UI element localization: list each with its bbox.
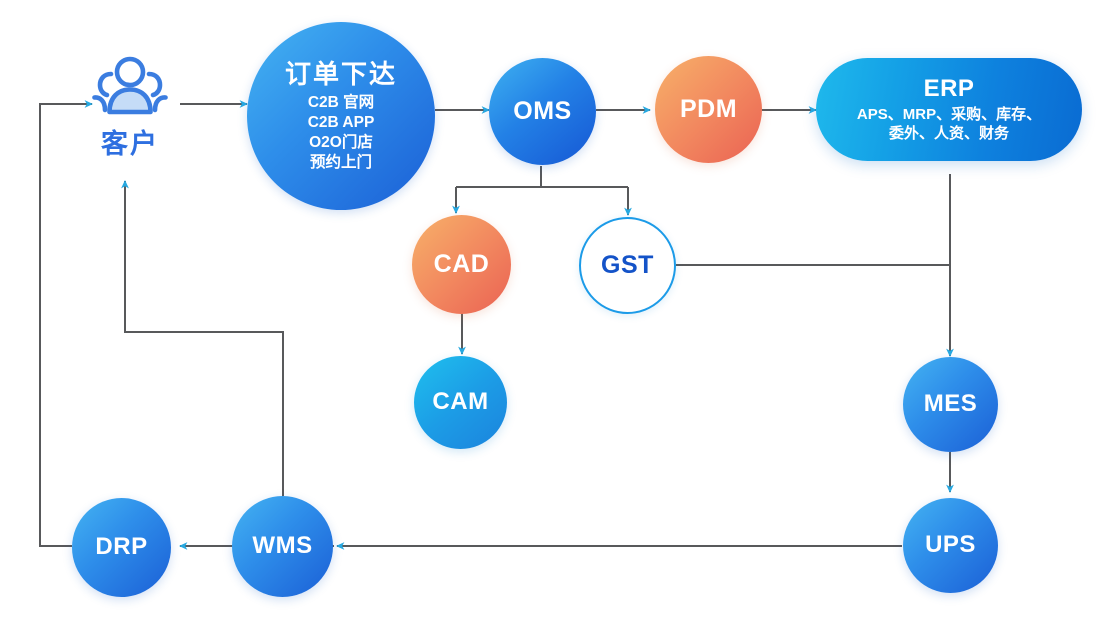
node-erp[interactable]: ERP APS、MRP、采购、库存、 委外、人资、财务 bbox=[816, 58, 1082, 161]
node-drp-label: DRP bbox=[95, 533, 148, 561]
node-wms[interactable]: WMS bbox=[232, 496, 333, 597]
node-pdm[interactable]: PDM bbox=[655, 56, 762, 163]
node-gst-label: GST bbox=[601, 250, 654, 279]
node-erp-sub1: APS、MRP、采购、库存、 bbox=[856, 105, 1042, 123]
node-erp-title: ERP bbox=[923, 75, 975, 103]
node-order-placement[interactable]: 订单下达 C2B 官网 C2B APP O2O门店 预约上门 bbox=[247, 22, 435, 210]
node-customer[interactable]: 客户 bbox=[86, 52, 174, 161]
node-oms[interactable]: OMS bbox=[489, 58, 596, 165]
node-ups[interactable]: UPS bbox=[903, 498, 998, 593]
node-wms-label: WMS bbox=[252, 532, 313, 560]
customer-label: 客户 bbox=[101, 129, 159, 159]
node-mes-label: MES bbox=[923, 390, 978, 418]
customer-group-icon bbox=[92, 56, 168, 115]
node-order-sub3: O2O门店 bbox=[309, 133, 373, 151]
node-pdm-label: PDM bbox=[679, 94, 738, 123]
node-ups-label: UPS bbox=[925, 531, 976, 559]
node-order-sub4: 预约上门 bbox=[309, 153, 372, 171]
edge-drp-to-customer bbox=[39, 100, 93, 547]
node-erp-sub2: 委外、人资、财务 bbox=[888, 124, 1009, 142]
node-order-sub2: C2B APP bbox=[307, 113, 375, 131]
edge-wms-to-customer bbox=[121, 180, 284, 496]
node-order-title: 订单下达 bbox=[284, 58, 397, 89]
node-cam-label: CAM bbox=[432, 388, 489, 416]
node-order-sub1: C2B 官网 bbox=[307, 94, 375, 112]
node-cam[interactable]: CAM bbox=[414, 356, 507, 449]
node-mes[interactable]: MES bbox=[903, 357, 998, 452]
node-drp[interactable]: DRP bbox=[72, 498, 171, 597]
node-cad[interactable]: CAD bbox=[412, 215, 511, 314]
node-gst[interactable]: GST bbox=[579, 217, 676, 314]
node-oms-label: OMS bbox=[513, 96, 572, 125]
node-cad-label: CAD bbox=[433, 249, 490, 278]
